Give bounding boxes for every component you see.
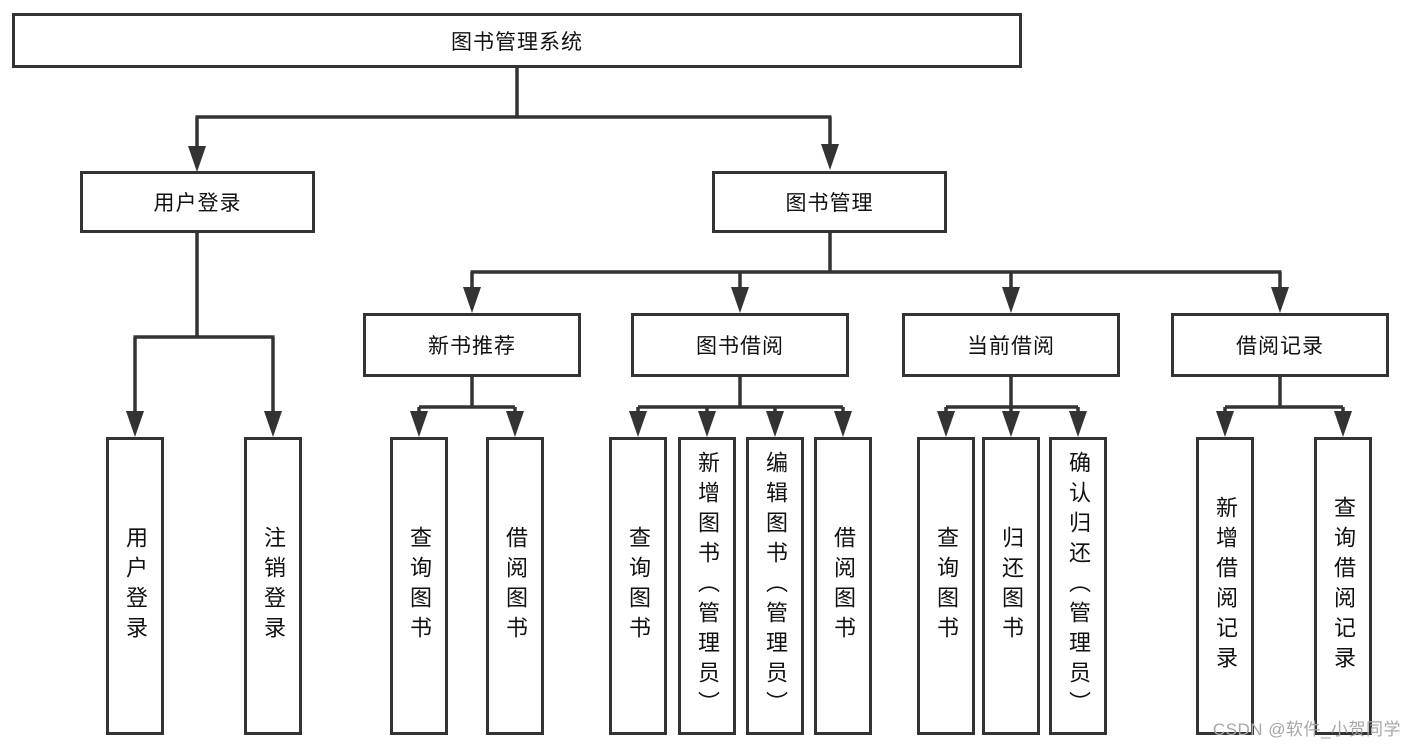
leaf-borrow-books-recommend: 借阅图书: [486, 437, 544, 735]
node-label: 用户登录: [153, 192, 242, 215]
leaf-query-borrow-record: 查询借阅记录: [1314, 437, 1372, 735]
leaf-label: 新增图书（管理员）: [695, 451, 720, 721]
node-label: 新书推荐: [428, 335, 516, 358]
leaf-label: 确认归还（管理员）: [1066, 451, 1091, 721]
leaf-query-books-borrowing: 查询图书: [609, 437, 667, 735]
node-current-borrowing: 当前借阅: [902, 313, 1120, 377]
node-new-book-recommendation: 新书推荐: [363, 313, 581, 377]
node-label: 当前借阅: [967, 335, 1055, 358]
leaf-label: 查询图书: [407, 526, 432, 646]
leaf-query-books-current: 查询图书: [917, 437, 975, 735]
leaf-label: 编辑图书（管理员）: [763, 451, 788, 721]
leaf-label: 查询图书: [934, 526, 959, 646]
leaf-label: 新增借阅记录: [1213, 496, 1238, 676]
node-user-login: 用户登录: [80, 171, 315, 233]
leaf-add-borrow-record: 新增借阅记录: [1196, 437, 1254, 735]
leaf-logout: 注销登录: [244, 437, 302, 735]
leaf-label: 借阅图书: [831, 526, 856, 646]
leaf-add-book-admin: 新增图书（管理员）: [678, 437, 736, 735]
leaf-query-books-recommend: 查询图书: [390, 437, 448, 735]
node-borrowing-records: 借阅记录: [1171, 313, 1389, 377]
leaf-label: 注销登录: [261, 526, 286, 646]
leaf-return-books: 归还图书: [982, 437, 1040, 735]
csdn-watermark: CSDN @软件_小贺同学: [1212, 720, 1401, 739]
leaf-label: 归还图书: [999, 526, 1024, 646]
leaf-label: 查询图书: [626, 526, 651, 646]
node-book-management: 图书管理: [712, 171, 947, 233]
leaf-user-login: 用户登录: [106, 437, 164, 735]
node-label: 图书管理系统: [451, 30, 583, 54]
node-label: 图书管理: [785, 192, 874, 215]
node-label: 借阅记录: [1236, 335, 1324, 358]
leaf-borrow-books-borrowing: 借阅图书: [814, 437, 872, 735]
leaf-confirm-return-admin: 确认归还（管理员）: [1049, 437, 1107, 735]
node-label: 图书借阅: [696, 335, 784, 358]
leaf-label: 查询借阅记录: [1331, 496, 1356, 676]
node-book-borrowing: 图书借阅: [631, 313, 849, 377]
leaf-label: 借阅图书: [503, 526, 528, 646]
leaf-label: 用户登录: [123, 526, 148, 646]
leaf-edit-book-admin: 编辑图书（管理员）: [746, 437, 804, 735]
node-library-management-system: 图书管理系统: [12, 13, 1022, 68]
